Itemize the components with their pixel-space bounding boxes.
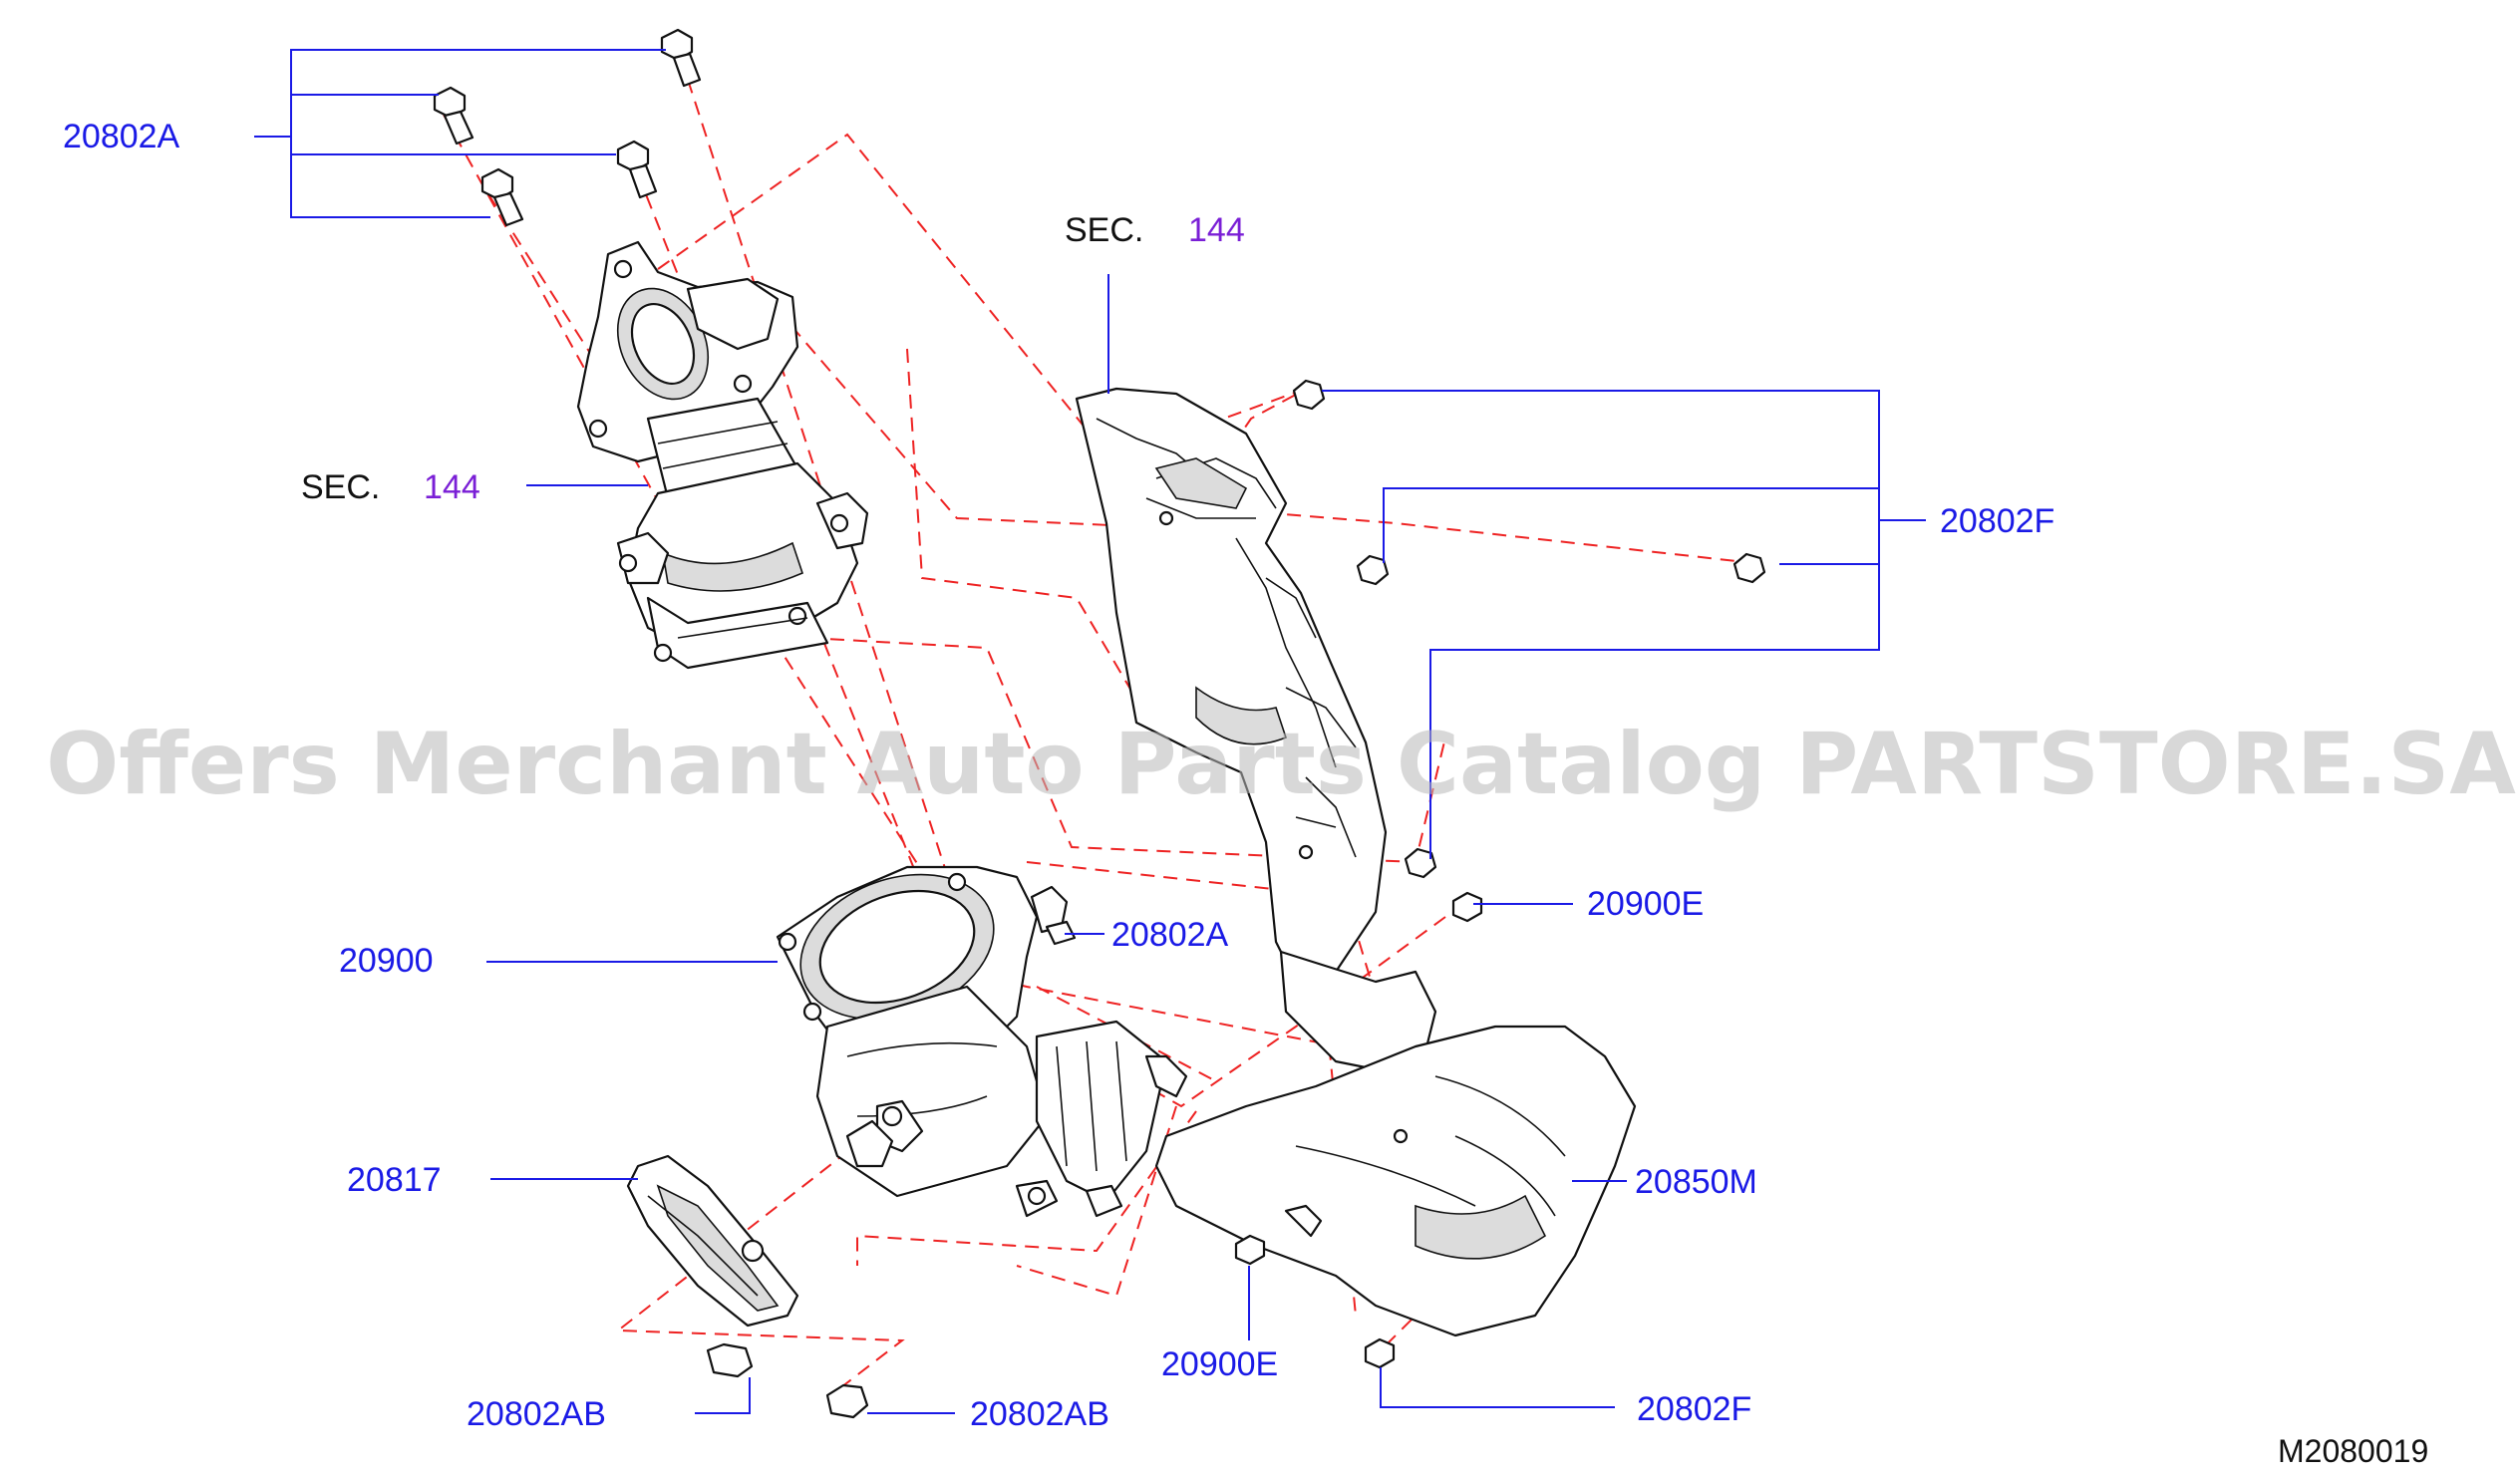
clip-icon (1356, 554, 1390, 586)
bolt-icon (480, 167, 524, 227)
leader-lines (254, 49, 1926, 1414)
bolt-icon (825, 1383, 869, 1419)
svg-text:SEC.: SEC. (1065, 211, 1143, 249)
clip-icon (1404, 847, 1437, 879)
lower-heat-shield (1154, 950, 1637, 1337)
callout-20850m[interactable]: 20850M (1635, 1163, 1757, 1201)
callout-20900e-upper[interactable]: 20900E (1587, 885, 1704, 923)
callout-20802ab-right[interactable]: 20802AB (970, 1395, 1109, 1433)
section-ref-upper: SEC. 144 (1065, 211, 1245, 249)
bolt-icon (616, 140, 658, 199)
svg-text:144: 144 (1188, 211, 1245, 249)
callout-20802a-mid[interactable]: 20802A (1111, 916, 1229, 954)
callout-20802a-top[interactable]: 20802A (63, 118, 180, 155)
upper-heat-shield (1075, 387, 1388, 984)
catalytic-converter (776, 865, 1188, 1218)
gasket-20817 (626, 1154, 799, 1328)
exhaust-manifold-flange (576, 240, 869, 670)
clip-icon (1292, 379, 1326, 411)
svg-text:144: 144 (424, 468, 480, 506)
bolt-icon (660, 28, 702, 88)
callout-20802f-lower[interactable]: 20802F (1637, 1390, 1751, 1428)
clip-icon (1364, 1337, 1396, 1369)
watermark: Offers Merchant Auto Parts Catalog PARTS… (46, 715, 2516, 814)
stud-icon (1451, 891, 1483, 923)
callout-20900[interactable]: 20900 (339, 942, 434, 980)
callout-20802f-right[interactable]: 20802F (1940, 502, 2054, 540)
drawing-code: M2080019 (2278, 1433, 2428, 1469)
callout-20900e-lower[interactable]: 20900E (1161, 1345, 1278, 1383)
callout-20802ab-left[interactable]: 20802AB (467, 1395, 606, 1433)
section-ref-left: SEC. 144 (301, 468, 480, 506)
clip-icon (1732, 552, 1766, 584)
svg-text:SEC.: SEC. (301, 468, 380, 506)
callout-20817[interactable]: 20817 (347, 1161, 442, 1199)
bolt-icon (706, 1342, 754, 1378)
bolt-icon (433, 86, 474, 146)
stud-icon (1234, 1234, 1266, 1266)
